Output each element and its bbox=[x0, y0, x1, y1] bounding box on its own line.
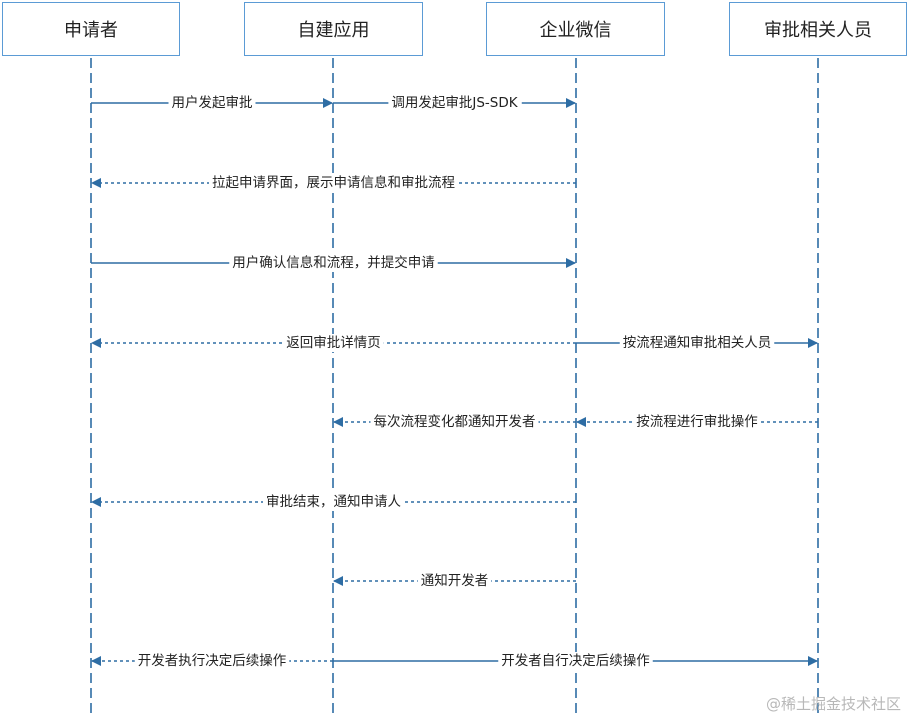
message-arrow: 用户发起审批 bbox=[91, 93, 333, 112]
message-arrow: 拉起申请界面，展示申请信息和审批流程 bbox=[91, 173, 576, 192]
message-arrow: 审批结束，通知申请人 bbox=[91, 492, 576, 511]
actor-wecom: 企业微信 bbox=[486, 2, 665, 56]
message-label-bg bbox=[209, 173, 458, 192]
actor-label: 审批相关人员 bbox=[764, 20, 872, 41]
message-label: 调用发起审批JS-SDK bbox=[391, 95, 518, 111]
message-label: 用户确认信息和流程，并提交申请 bbox=[232, 254, 435, 271]
message-label: 返回审批详情页 bbox=[286, 335, 381, 351]
message-label-bg bbox=[498, 652, 653, 670]
message-label-bg bbox=[619, 333, 775, 352]
message-label-bg bbox=[633, 413, 761, 431]
message-label-bg bbox=[134, 652, 290, 670]
message-arrow: 开发者自行决定后续操作 bbox=[333, 652, 818, 670]
message-label: 开发者执行决定后续操作 bbox=[138, 653, 287, 669]
message-label-bg bbox=[168, 93, 256, 112]
message-label-bg bbox=[388, 94, 522, 112]
message-label: 拉起申请界面，展示申请信息和审批流程 bbox=[212, 174, 455, 191]
message-label: 通知开发者 bbox=[421, 572, 489, 589]
actor-applicant: 申请者 bbox=[2, 2, 180, 56]
message-label-bg bbox=[417, 571, 492, 590]
actor-custom-app: 自建应用 bbox=[244, 2, 423, 56]
message-arrow: 按流程进行审批操作 bbox=[576, 413, 818, 431]
message-arrow: 返回审批详情页 bbox=[91, 334, 576, 352]
message-label-bg bbox=[370, 412, 539, 431]
message-label: 每次流程变化都通知开发者 bbox=[374, 413, 536, 430]
message-label: 按流程进行审批操作 bbox=[636, 414, 758, 430]
message-arrow: 调用发起审批JS-SDK bbox=[333, 94, 576, 112]
message-label: 用户发起审批 bbox=[172, 94, 253, 111]
message-label: 按流程通知审批相关人员 bbox=[623, 334, 772, 351]
actor-approvers: 审批相关人员 bbox=[729, 2, 907, 56]
message-label-bg bbox=[263, 492, 405, 511]
message-label-bg bbox=[229, 253, 438, 272]
message-arrow: 开发者执行决定后续操作 bbox=[91, 652, 333, 670]
message-label: 审批结束，通知申请人 bbox=[266, 493, 401, 510]
actor-label: 自建应用 bbox=[297, 20, 370, 41]
watermark: @稀土掘金技术社区 bbox=[765, 695, 901, 713]
actor-label: 企业微信 bbox=[539, 20, 612, 41]
message-arrow: 每次流程变化都通知开发者 bbox=[333, 412, 576, 431]
message-label-bg bbox=[283, 334, 384, 352]
message-arrow: 按流程通知审批相关人员 bbox=[576, 333, 818, 352]
actor-label: 申请者 bbox=[64, 20, 118, 41]
message-arrow: 用户确认信息和流程，并提交申请 bbox=[91, 253, 576, 272]
message-label: 开发者自行决定后续操作 bbox=[501, 653, 650, 669]
message-arrow: 通知开发者 bbox=[333, 571, 576, 590]
